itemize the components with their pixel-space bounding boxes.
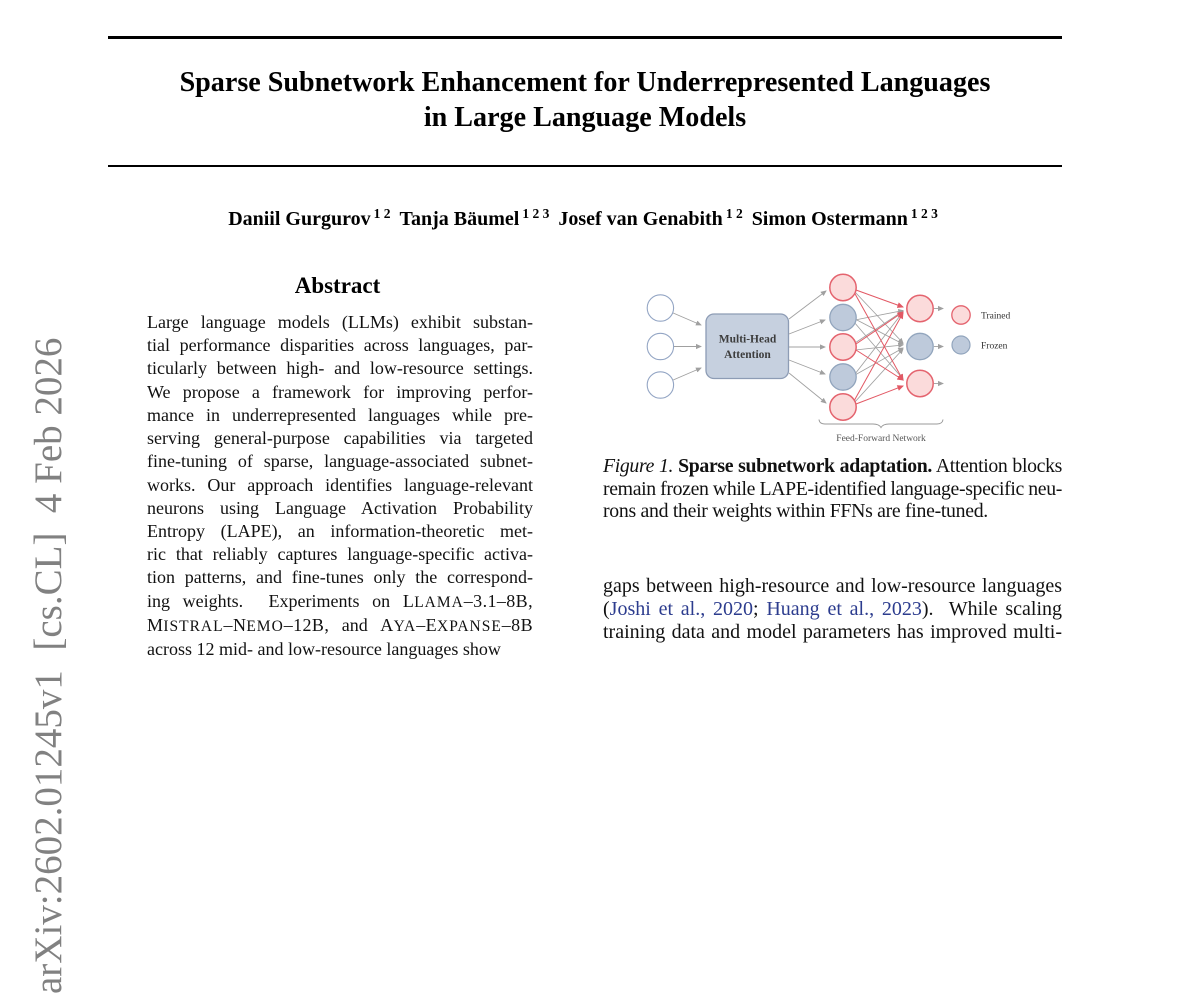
svg-text:Attention: Attention [724, 349, 771, 361]
svg-text:Multi-Head: Multi-Head [719, 334, 777, 346]
svg-text:Trained: Trained [981, 312, 1010, 322]
svg-text:Feed-Forward Network: Feed-Forward Network [836, 434, 926, 444]
svg-text:Frozen: Frozen [981, 342, 1008, 352]
